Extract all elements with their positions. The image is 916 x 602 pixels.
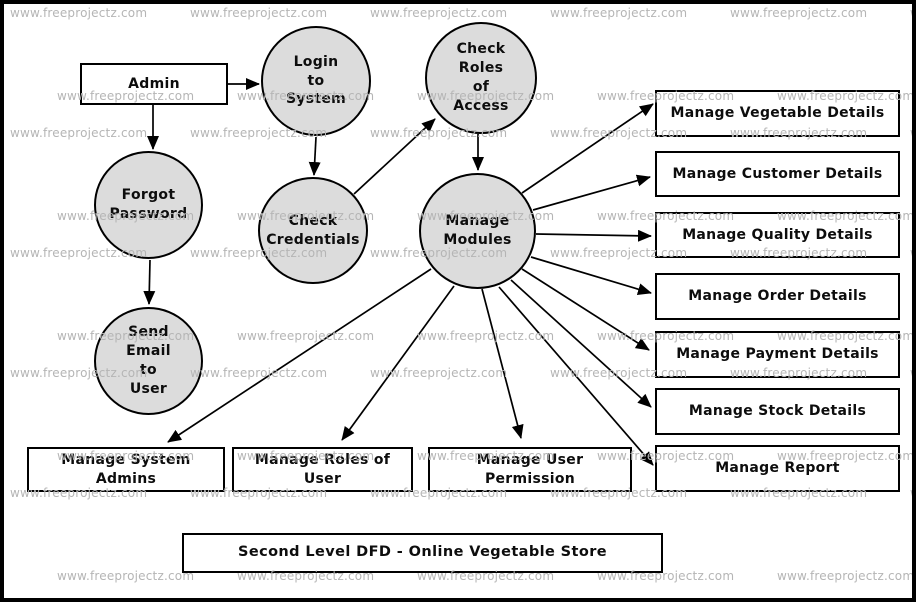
arrow-modules-to-payment <box>521 268 650 351</box>
process-label: Check Credentials <box>266 212 360 248</box>
process-label: Manage Modules <box>443 213 512 248</box>
process-login-to-system: Login to System <box>261 26 371 136</box>
store-manage-user-permission: Manage User Permission <box>428 447 632 492</box>
process-forgot-password: Forgot Password <box>94 151 203 259</box>
store-label: Manage User Permission <box>476 451 584 487</box>
store-manage-order-details: Manage Order Details <box>655 273 900 320</box>
store-manage-report: Manage Report <box>655 445 900 492</box>
store-manage-payment-details: Manage Payment Details <box>655 331 900 378</box>
store-manage-system-admins: Manage System Admins <box>27 447 225 492</box>
arrow-modules-to-system-admins <box>167 268 432 443</box>
arrow-modules-to-user-permission <box>481 288 524 439</box>
arrow-forgot-password-to-send-email <box>143 259 156 305</box>
store-manage-roles-of-user: Manage Roles of User <box>232 447 413 492</box>
store-manage-customer-details: Manage Customer Details <box>655 151 900 197</box>
process-check-credentials: Check Credentials <box>258 177 368 284</box>
arrow-modules-to-order <box>530 256 652 296</box>
arrow-modules-to-roles-of-user <box>341 285 455 441</box>
store-label: Manage Vegetable Details <box>670 105 885 122</box>
process-manage-modules: Manage Modules <box>419 173 536 289</box>
process-label: Check Roles of Access <box>453 41 509 114</box>
arrow-modules-to-vegetable <box>521 103 654 194</box>
arrow-modules-to-customer <box>532 174 651 211</box>
store-label: Manage Payment Details <box>676 346 879 363</box>
entity-admin: Admin <box>80 63 228 105</box>
store-label: Manage Stock Details <box>688 403 867 420</box>
store-label: Manage Order Details <box>688 288 867 305</box>
store-manage-quality-details: Manage Quality Details <box>655 212 900 258</box>
process-label: Send Email to User <box>126 324 171 397</box>
arrow-check-credentials-to-check-roles <box>353 118 436 195</box>
store-label: Manage System Admins <box>61 451 191 487</box>
store-label: Manage Roles of User <box>254 451 391 487</box>
diagram-title-box: Second Level DFD - Online Vegetable Stor… <box>182 533 663 573</box>
store-label: Manage Customer Details <box>672 165 883 182</box>
process-label: Forgot Password <box>109 187 188 222</box>
process-send-email-to-user: Send Email to User <box>94 307 203 415</box>
store-label: Manage Report <box>715 460 840 477</box>
store-label: Manage Quality Details <box>682 226 873 243</box>
arrow-modules-to-stock <box>510 279 652 408</box>
process-label: Login to System <box>285 53 347 108</box>
arrow-login-to-check-credentials <box>308 136 321 176</box>
arrow-modules-to-quality <box>535 229 652 242</box>
arrow-modules-to-report <box>498 286 654 466</box>
store-manage-vegetable-details: Manage Vegetable Details <box>655 90 900 137</box>
diagram-title: Second Level DFD - Online Vegetable Stor… <box>238 544 607 561</box>
entity-label: Admin <box>128 75 180 92</box>
store-manage-stock-details: Manage Stock Details <box>655 388 900 435</box>
process-check-roles-of-access: Check Roles of Access <box>425 22 537 134</box>
